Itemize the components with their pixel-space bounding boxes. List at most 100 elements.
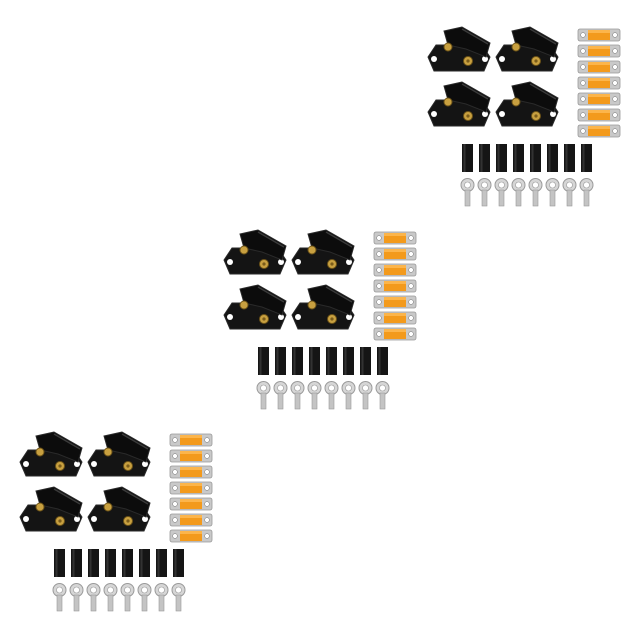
ring-terminal [256,381,271,410]
fuse-holder [427,81,491,127]
terminal-barrel [73,594,80,612]
strip-fuse [577,92,621,106]
strip-fuse [577,60,621,74]
mount-hole [295,259,301,265]
fuse-highlight [384,281,406,284]
strip-fuse [373,295,417,309]
fuse-holder [495,26,559,72]
fuse-holder [87,431,151,477]
fuse-element [588,78,610,88]
fuse-holder [87,486,151,532]
fuse-hole [612,80,618,86]
mount-hole [550,111,556,117]
fuse-hole [376,315,382,321]
fuse-holder [223,284,287,330]
mount-hole [295,314,301,320]
fuse-hole [612,64,618,70]
fuse-hole [376,235,382,241]
terminal-hole [328,384,335,392]
terminal-hole [481,181,488,189]
ring-terminal [137,583,152,612]
stud-center [126,519,130,523]
fuse-highlight [384,329,406,332]
fuse-hole [408,331,414,337]
strip-fuse [577,44,621,58]
stud-center [534,114,538,118]
mount-hole [227,314,233,320]
tube-highlight [378,347,381,375]
strip-fuse [169,465,213,479]
heat-shrink-tube [292,347,303,375]
ring-terminal [307,381,322,410]
heat-shrink-tube [105,549,116,577]
fuse-hole [580,96,586,102]
tube-highlight [276,347,279,375]
ring-terminal [86,583,101,612]
terminal-barrel [481,189,488,207]
tube-highlight [327,347,330,375]
fuse-highlight [588,78,610,81]
brass-stud [443,97,453,107]
tube-highlight [497,144,500,172]
brass-stud [511,42,521,52]
fuse-highlight [180,499,202,502]
mount-hole [550,56,556,62]
mount-hole [499,56,505,62]
terminal-barrel [328,392,335,410]
stud-center [330,317,334,321]
cover-ridge [121,488,149,505]
terminal-barrel [532,189,539,207]
tube-highlight [361,347,364,375]
cover-ridge [461,83,489,100]
ring-terminal [562,178,577,207]
fuse-element [180,435,202,445]
fuse-hole [580,128,586,134]
fuse-highlight [384,265,406,268]
terminal-barrel [498,189,505,207]
ring-terminal [273,381,288,410]
terminal-hole [56,586,63,594]
mount-hole [431,111,437,117]
heat-shrink-tube [258,347,269,375]
tube-highlight [514,144,517,172]
fuse-hole [204,437,210,443]
heat-shrink-tube [71,549,82,577]
terminal-hole [362,384,369,392]
terminal-barrel [141,594,148,612]
fuse-hole [612,112,618,118]
fuse-hole [376,267,382,273]
mount-hole [278,314,284,320]
terminal-hole [260,384,267,392]
tube-highlight [174,549,177,577]
fuse-hole [376,283,382,289]
terminal-hole [311,384,318,392]
fuse-holder [495,81,559,127]
fuse-hole [580,112,586,118]
fuse-highlight [588,126,610,129]
ring-terminal [171,583,186,612]
stud-center [58,519,62,523]
fuse-element [384,297,406,307]
heat-shrink-tube [377,347,388,375]
fuse-hole [204,501,210,507]
terminal-barrel [90,594,97,612]
heat-shrink-tube [122,549,133,577]
tube-highlight [140,549,143,577]
fuse-highlight [384,297,406,300]
cover-ridge [53,488,81,505]
fuse-element [384,281,406,291]
fuse-hole [580,80,586,86]
fuse-hole [612,96,618,102]
fuse-element [588,110,610,120]
tube-highlight [89,549,92,577]
fuse-holder [19,431,83,477]
terminal-barrel [175,594,182,612]
fuse-element [384,233,406,243]
fuse-highlight [588,94,610,97]
fuse-holder [223,229,287,275]
terminal-barrel [566,189,573,207]
fuse-hole [204,517,210,523]
heat-shrink-tube [88,549,99,577]
cover-ridge [257,286,285,303]
